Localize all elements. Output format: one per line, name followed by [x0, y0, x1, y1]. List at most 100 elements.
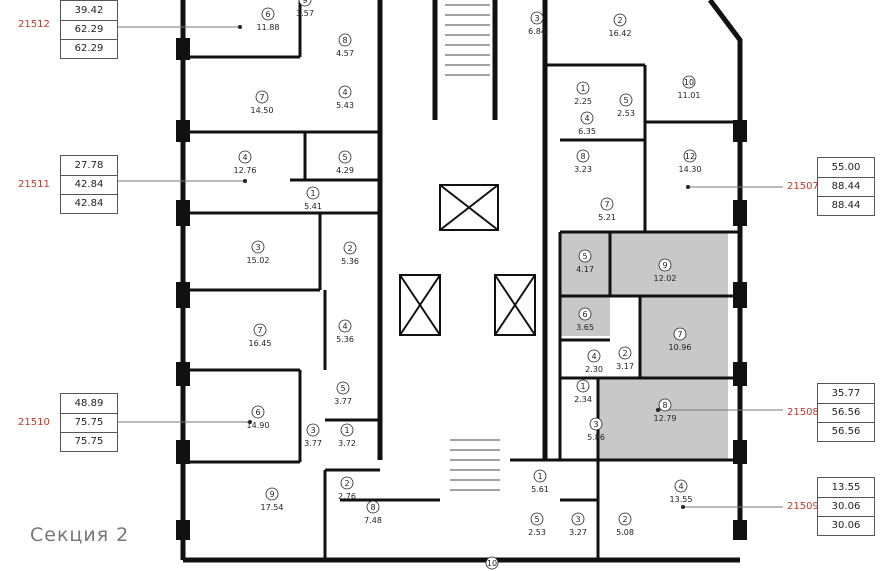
- room-number-circle: [251, 405, 265, 419]
- room-number-circle: [336, 381, 350, 395]
- room-number-circle: [255, 90, 269, 104]
- room-area: 5.41: [304, 202, 322, 211]
- room-area: 4.29: [336, 166, 354, 175]
- apartment-code: 21510: [18, 417, 50, 428]
- room-number: 4: [678, 482, 683, 491]
- room-area: 2.53: [617, 109, 635, 118]
- room-area: 16.45: [249, 339, 272, 348]
- apartment-table-21512: 21512 39.42 62.29 62.29: [18, 0, 118, 59]
- room-label: 912.02: [654, 258, 676, 283]
- room-number: 1: [580, 382, 585, 391]
- room-number-circle: [576, 81, 590, 95]
- room-number-circle: [587, 349, 601, 363]
- room-label: 10: [485, 556, 499, 570]
- room-area: 14.50: [251, 106, 274, 115]
- room-number-circle: [576, 379, 590, 393]
- room-area: 5.21: [598, 213, 616, 222]
- room-number: 4: [591, 352, 596, 361]
- room-number: 9: [302, 0, 307, 5]
- room-number-circle: [251, 240, 265, 254]
- living-area: 27.78: [61, 156, 117, 176]
- walls: [180, 0, 743, 563]
- room-area: 12.76: [234, 166, 257, 175]
- room-number: 1: [580, 84, 585, 93]
- room-number: 4: [584, 114, 589, 123]
- stairs: [445, 4, 500, 491]
- apartment-code: 21508: [787, 407, 819, 418]
- room-number: 5: [582, 252, 587, 261]
- room-area: 11.88: [257, 23, 280, 32]
- room-number: 7: [604, 200, 609, 209]
- room-label: 75.21: [598, 197, 616, 222]
- room-area: 14.30: [679, 165, 702, 174]
- apartment-table-21511: 21511 27.78 42.84 42.84: [18, 155, 118, 214]
- room-area: 3.72: [338, 439, 356, 448]
- room-number-circle: [530, 512, 544, 526]
- room-number-circle: [682, 75, 696, 89]
- room-label: 412.76: [234, 150, 257, 175]
- room-label: 93.57: [296, 0, 314, 18]
- room-number: 12: [685, 152, 695, 161]
- interior-walls-left: [183, 0, 440, 560]
- room-area: 5.43: [336, 101, 354, 110]
- apartment-table-21508: 21508 35.77 56.56 56.56: [783, 383, 875, 442]
- room-label: 53.77: [334, 381, 352, 406]
- room-number: 8: [580, 152, 585, 161]
- room-number: 8: [370, 503, 375, 512]
- room-label: 54.29: [336, 150, 354, 175]
- room-number-circle: [533, 469, 547, 483]
- room-number: 6: [265, 10, 270, 19]
- room-number: 1: [344, 426, 349, 435]
- total-area-coef: 62.29: [74, 43, 104, 54]
- room-number: 7: [257, 326, 262, 335]
- room-label: 54.17: [576, 249, 594, 274]
- room-area: 16.42: [609, 29, 632, 38]
- room-area: 13.55: [670, 495, 693, 504]
- room-area: 2.30: [585, 365, 603, 374]
- room-number: 5: [623, 96, 628, 105]
- room-number: 9: [662, 261, 667, 270]
- room-number-circle: [306, 423, 320, 437]
- room-label: 15.41: [304, 186, 322, 211]
- living-area: 13.55: [818, 478, 874, 498]
- room-area: 2.34: [574, 395, 592, 404]
- room-number: 2: [344, 479, 349, 488]
- room-number-circle: [265, 487, 279, 501]
- total-area-coef: 42.84: [74, 198, 104, 209]
- room-number-circle: [338, 85, 352, 99]
- living-area: 55.00: [818, 158, 874, 178]
- room-area: 2.25: [574, 97, 592, 106]
- total-area-coef: 88.44: [831, 200, 861, 211]
- room-label: 12 14.30: [679, 149, 702, 174]
- room-number: 6: [255, 408, 260, 417]
- room-number-circle: [298, 0, 312, 7]
- room-number-circle: [589, 417, 603, 431]
- room-label: 812.79: [654, 398, 676, 423]
- room-label: 45.36: [336, 319, 354, 344]
- room-number-circle: [338, 33, 352, 47]
- room-number: 9: [269, 490, 274, 499]
- room-area: 2.76: [338, 492, 356, 501]
- room-label: 52.53: [528, 512, 546, 537]
- room-area: 4.17: [576, 265, 594, 274]
- room-label: 87.48: [364, 500, 382, 525]
- room-area: 3.17: [616, 362, 634, 371]
- room-area: 5.36: [341, 257, 359, 266]
- room-label: 917.54: [261, 487, 283, 512]
- room-number: 5: [342, 153, 347, 162]
- room-number: 3: [593, 420, 598, 429]
- room-number: 10: [684, 78, 694, 87]
- room-label: 25.08: [616, 512, 634, 537]
- living-area: 35.77: [818, 384, 874, 404]
- room-label: 52.53: [617, 93, 635, 118]
- room-label: 611.88: [257, 7, 280, 32]
- room-label: 83.23: [574, 149, 592, 174]
- room-number-circle: [600, 197, 614, 211]
- room-label: 716.45: [249, 323, 272, 348]
- apt-21507-highlight-top: [560, 232, 728, 296]
- room-number: 3: [255, 243, 260, 252]
- room-number-circle: [571, 512, 585, 526]
- room-label: 46.35: [578, 111, 596, 136]
- leader-lines: [98, 26, 783, 508]
- room-label: 12.25: [574, 81, 592, 106]
